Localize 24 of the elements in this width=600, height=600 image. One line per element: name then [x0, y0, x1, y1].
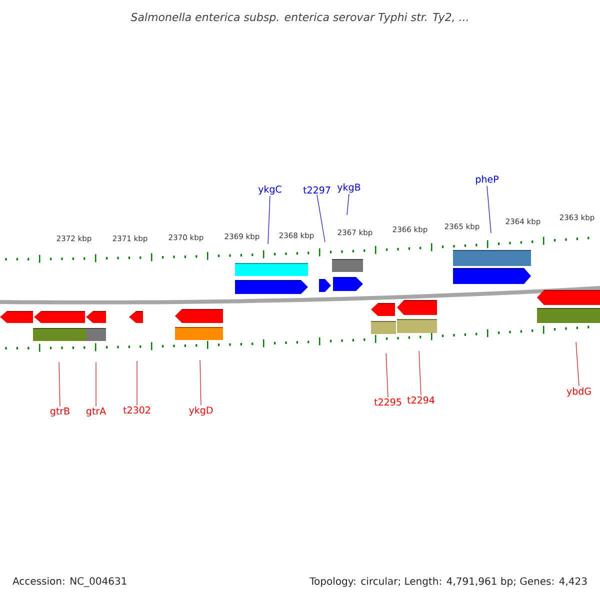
gene-label: ykgB — [337, 183, 360, 193]
leader-line — [316, 194, 326, 242]
leader-line — [486, 186, 492, 234]
gene-label: t2294 — [407, 396, 434, 404]
gene-label: t2295 — [374, 398, 402, 406]
gene-label: ybdG — [566, 387, 591, 397]
gene-label: gtrB — [50, 408, 70, 416]
gene-label: gtrA — [86, 408, 106, 416]
gene-label: ykgD — [189, 406, 213, 416]
gene-label: t2302 — [123, 406, 150, 414]
gene-label: pheP — [476, 175, 498, 185]
leader-line — [136, 360, 138, 406]
leader-line — [386, 352, 388, 398]
gene-label: t2297 — [303, 186, 330, 194]
leader-line — [576, 342, 580, 386]
leader-line — [58, 362, 60, 407]
leader-line — [418, 350, 422, 396]
accession-text: Accession: NC_004631 — [12, 577, 126, 587]
leader-line — [200, 360, 202, 406]
genome-info-text: Topology: circular; Length: 4,791,961 bp; Genes: 4,423 — [310, 577, 587, 587]
gene-label: ykgC — [258, 185, 282, 195]
leader-line — [268, 196, 270, 244]
leader-line — [346, 194, 350, 216]
title: Salmonella enterica subsp. enterica serovar Typhi str. Ty2, ... — [130, 12, 468, 24]
